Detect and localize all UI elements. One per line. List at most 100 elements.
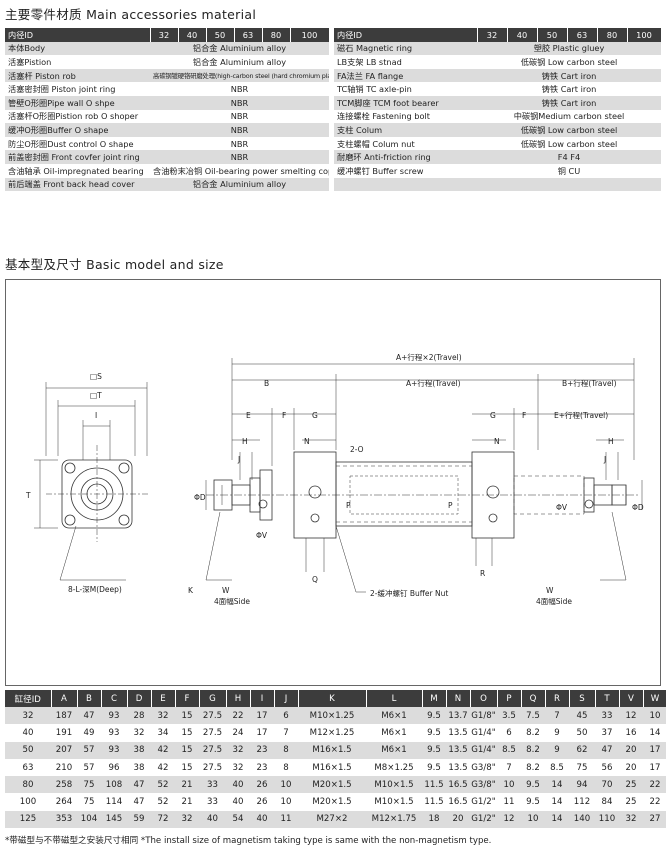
materials-header-size: 32: [150, 28, 179, 42]
dimension-cell: 27: [643, 810, 666, 829]
dimension-cell: G1/2": [470, 810, 497, 829]
dimension-cell: 47: [127, 776, 151, 794]
label-h-right: H: [608, 437, 614, 446]
dimension-cell: 11.5: [422, 793, 446, 811]
dimension-header: A: [51, 690, 78, 707]
dimension-cell: 25: [619, 776, 643, 794]
dimension-cell: 14: [545, 776, 569, 794]
material-part-name: 活塞杆O形圈Pistion rob O shoper: [5, 109, 150, 124]
material-value: NBR: [150, 95, 329, 110]
dimension-header: J: [274, 690, 299, 707]
label-s: □S: [90, 372, 102, 381]
label-phi-v: ΦV: [256, 531, 268, 540]
dimension-cell: 9.5: [422, 724, 446, 742]
label-b: B: [264, 379, 269, 388]
dimension-cell: 110: [595, 810, 619, 829]
dimension-cell: 125: [5, 810, 51, 829]
label-2-o: 2-O: [350, 445, 364, 454]
dimension-cell: 7: [274, 724, 298, 742]
label-q: Q: [312, 575, 318, 584]
dimension-cell: M10×1.5: [366, 793, 422, 811]
dimension-cell: 13.7: [446, 707, 470, 725]
dimension-cell: 24: [226, 724, 250, 742]
dimension-cell: 17: [643, 741, 666, 759]
dimension-cell: 21: [175, 793, 199, 811]
dimension-header: I: [250, 690, 275, 707]
dimension-cell: 40: [226, 776, 250, 794]
dimension-cell: M12×1.25: [298, 724, 366, 742]
dimension-cell: 264: [51, 793, 77, 811]
cylinder-barrel: [335, 461, 473, 527]
dimension-cell: 33: [199, 776, 226, 794]
dimension-cell: 104: [77, 810, 101, 829]
dimension-cell: 13.5: [446, 724, 470, 742]
material-value: NBR: [150, 123, 329, 137]
dimension-header: V: [619, 690, 644, 707]
dimension-cell: M27×2: [298, 810, 366, 829]
dimension-cell: 27.5: [199, 724, 226, 742]
material-part-name: 支柱螺帽 Colum nut: [334, 136, 477, 151]
dimension-cell: 32: [5, 707, 51, 725]
dimension-header: T: [595, 690, 620, 707]
material-value: [477, 177, 661, 192]
dimension-cell: 9.5: [521, 793, 545, 811]
material-value: 塑胶 Plastic gluey: [477, 41, 661, 56]
material-part-name: 前后端盖 Front back head cover: [5, 177, 150, 192]
dimension-cell: M16×1.5: [298, 741, 366, 759]
material-value: 铝合金 Aluminium alloy: [150, 55, 329, 69]
dimension-cell: 9.5: [521, 776, 545, 794]
dimension-cell: 11: [497, 793, 521, 811]
dimension-header: C: [101, 690, 128, 707]
dimension-cell: G1/2": [470, 793, 497, 811]
label-e-travel: E+行程(Travel): [554, 410, 608, 420]
dimension-cell: G1/8": [470, 707, 497, 725]
label-j-right: J: [603, 455, 606, 464]
dimension-cell: 52: [151, 793, 175, 811]
dimension-cell: 6: [274, 707, 298, 725]
label-side-right: 4面幅Side: [536, 596, 572, 606]
dimension-cell: 57: [77, 758, 101, 777]
dimension-cell: 22: [226, 707, 250, 725]
material-part-name: 含油轴承 Oil-impregnated bearing: [5, 163, 150, 178]
dimension-cell: 15: [175, 741, 199, 759]
dimension-cell: 14: [545, 793, 569, 811]
dimension-cell: 16: [619, 724, 643, 742]
dimension-cell: 112: [569, 793, 595, 811]
dimension-cell: 22: [643, 793, 666, 811]
dimension-cell: 3.5: [497, 707, 521, 725]
dimension-cell: 13.5: [446, 758, 470, 777]
dimension-cell: 38: [127, 741, 151, 759]
materials-header-size: 100: [290, 28, 330, 42]
dimension-cell: 75: [77, 776, 101, 794]
dimension-cell: M20×1.5: [298, 776, 366, 794]
label-buffer-nut: 2-缓冲螺钉 Buffer Nut: [370, 588, 448, 598]
dimension-cell: 14: [643, 724, 666, 742]
dimension-cell: 50: [5, 741, 51, 759]
dimension-cell: M8×1.25: [366, 758, 422, 777]
label-side-left: 4面幅Side: [214, 596, 250, 606]
dimension-cell: 27.5: [199, 741, 226, 759]
dimension-header: N: [446, 690, 471, 707]
dimension-cell: 7: [497, 758, 521, 777]
material-part-name: 活塞杆 Piston rob: [5, 68, 150, 83]
dimension-cell: 59: [127, 810, 151, 829]
dimension-cell: 11.5: [422, 776, 446, 794]
dimension-header: K: [298, 690, 367, 707]
label-phi-v-right: ΦV: [556, 503, 568, 512]
material-row: [334, 177, 661, 192]
dimension-header: R: [545, 690, 570, 707]
dimension-cell: 140: [569, 810, 595, 829]
material-value: NBR: [150, 150, 329, 164]
dimension-cell: 63: [5, 758, 51, 777]
dimension-cell: 21: [175, 776, 199, 794]
